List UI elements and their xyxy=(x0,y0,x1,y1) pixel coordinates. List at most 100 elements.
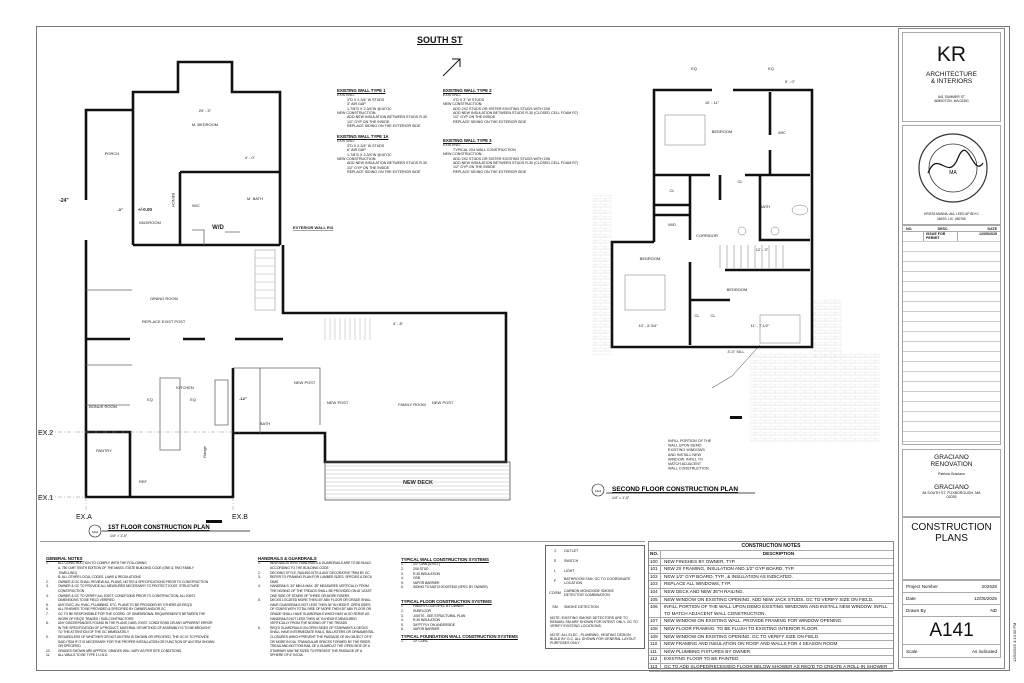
note-line: 6.ALL FINISHES TO BE PROVIDED & SPECIFIE… xyxy=(46,607,166,612)
svg-text:EQ: EQ xyxy=(691,66,697,71)
note-line: 4"D X 3" W STUDS xyxy=(453,97,485,102)
infill-note-line: WINDOW. INFILL TO xyxy=(668,457,703,461)
note-line: 1/2" GYP ON THE INSIDE xyxy=(453,165,496,170)
room-label: DINING ROOM xyxy=(150,296,178,301)
note-line: 8.ANY DISCREPANCIES FOUND IN THE PLANS, … xyxy=(46,621,213,626)
annotation: NEW POST xyxy=(432,400,454,405)
infill-note-line: EXISTING WINDOWS xyxy=(668,448,705,452)
room-label: BONUS ROOM xyxy=(89,404,117,409)
note-line: 6.REQ'D GUARDRAILS ON OPEN SIDES OF STAI… xyxy=(258,625,368,630)
note-line: TYPICAL 2X4 WALL CONSTRUCTION xyxy=(453,147,516,152)
note-line: 4.R-30 INSULATION xyxy=(401,618,440,623)
note-line: B. ALL OTHER LOCAL CODES, LAWS & REGULAT… xyxy=(58,575,141,580)
note-line: ONE SIDE OF STAIRS OF THREE OR MORE RISE… xyxy=(270,593,350,598)
note-line: 7.GC TO BE RESPONSIBLE FOR THE COORD. OF… xyxy=(46,611,206,616)
firm-logo: KR xyxy=(936,43,967,66)
note-line: REPLACE SIDING ON THE EXTERIOR SIDE xyxy=(347,170,421,175)
room-label: BATH xyxy=(260,421,270,426)
svg-text:1/4" = 1'-0": 1/4" = 1'-0" xyxy=(110,534,128,538)
note-line: NEW CONSTRUCTION: xyxy=(443,102,483,107)
note-line: WORK OF REQ'D TRADES / SUB-CONTRACTORS xyxy=(58,616,134,621)
svg-text:4' - 0": 4' - 0" xyxy=(245,155,256,160)
annotation: REPLACE EXIST POST xyxy=(142,319,186,324)
note-line: NEW CONSTRUCTION: xyxy=(443,152,483,157)
note-line: 1.ALL CONSTRUCTION TO COMPLY WITH THE FO… xyxy=(46,561,147,566)
note-line: 1.10" CONC xyxy=(401,639,429,644)
note-line: 4.OSB xyxy=(401,576,420,581)
svg-text:EQ: EQ xyxy=(768,66,774,71)
annotation: EXTERIOR WALL R/3 xyxy=(293,225,334,230)
note-line: 6.SIDING TO MATCH EXISTING (SPEC BY OWNE… xyxy=(401,585,488,590)
sheet-title: CONSTRUCTION xyxy=(911,522,992,533)
legend-note: NOTE: EXISTING SMOKE DETECTORS ARE TO RE… xyxy=(550,616,638,629)
infill-note-line: AND INSTALL NEW xyxy=(668,453,702,457)
grid-label: EX.B xyxy=(232,514,248,521)
legend-symbol-icon: ⏀ xyxy=(553,548,557,553)
room-label: M. BATH xyxy=(247,196,263,201)
room-label: CORRIDOR xyxy=(696,233,718,238)
legend-item: ⏀OUTLET xyxy=(546,546,644,556)
room-label: W/D xyxy=(668,222,676,227)
note-line: 2.OWNER & GC SHALL REVIEW ALL PLANS, NOT… xyxy=(46,579,209,584)
note-line: 3.REFER TO FRAMING PLAN FOR LUMBER SIZES… xyxy=(258,575,373,580)
note-line: OF STAIRS WITH TOTAL RISE OF MORE THEN 3… xyxy=(270,607,371,612)
note-line: 1-7/8"D X 2-3/4"W @16"OC xyxy=(347,106,392,111)
legend-symbol-icon: L xyxy=(554,569,556,573)
second-floor-walls xyxy=(610,88,814,349)
note-line: 5.VAPOR BARRIER xyxy=(401,580,440,585)
svg-text:A111: A111 xyxy=(595,489,602,493)
note-line: REPLACE SIDING ON THE EXTERIOR SIDE xyxy=(347,124,421,129)
note-line: THE NOSING OF THE TREADS SHALL BE PROVID… xyxy=(270,588,372,593)
svg-text:3'-0" SILL: 3'-0" SILL xyxy=(727,349,745,354)
note-line: SPHERE OF 6" IN DIA. xyxy=(270,653,304,658)
svg-text:BENCH: BENCH xyxy=(171,193,176,207)
room-label: CL xyxy=(710,313,716,318)
note-line: 9.REGARDLESS OF WHETHER OR NOT AN ITEM I… xyxy=(46,634,209,639)
note-line: STAIRWAY MAY BE SIZED TO PREVENT THE PAS… xyxy=(270,648,363,653)
legend-symbol-icon: F xyxy=(553,579,557,583)
architect-seal: MA KRISTA MANNA, AIA, LEED AP BD+C MASS.… xyxy=(902,125,1001,225)
note-line: ACCORDING TO THE BUILDING CODE xyxy=(270,566,329,570)
note-line: TREAD AND BOTTOM RAIL OF A GUARD AT THE … xyxy=(270,644,370,649)
svg-text:10' - 11": 10' - 11" xyxy=(705,100,720,105)
room-label: CL xyxy=(737,179,743,184)
note-line: 3" AIR GAP xyxy=(347,102,366,107)
note-line: 2.DECKING STYLE, RAILING KITS & ANY DECO… xyxy=(258,570,370,575)
svg-text:A111: A111 xyxy=(92,530,99,534)
plan-title: SECOND FLOOR CONSTRUCTION PLAN xyxy=(612,486,738,493)
grid-label: EX.A xyxy=(76,514,92,521)
stair xyxy=(254,249,276,311)
note-line: EXISTING: xyxy=(443,93,461,98)
grid-label: EX.1 xyxy=(38,495,53,502)
note-line: CONSTRUCTION xyxy=(58,588,85,593)
svg-text:-24": -24" xyxy=(59,198,69,204)
note-line: 1/2" GYP ON THE INSIDE xyxy=(453,115,496,120)
room-label: WIC xyxy=(778,130,786,135)
room-label: MUDROOM xyxy=(139,220,161,225)
note-line: DIMENSIONS TO BE FIELD VERIFIED xyxy=(58,598,115,603)
sheet-number: A141 xyxy=(903,617,1000,645)
note-line: 3.OWNER & GC TO PROVIDE ALL MEASURES NEC… xyxy=(46,584,199,589)
note-line: EXISTING: xyxy=(337,139,355,144)
note-line: 3.JOISTS - SEE STRUCTURAL PLAN xyxy=(401,613,466,618)
note-line: NEW CONSTRUCTION: xyxy=(337,111,377,116)
svg-text:12' - 3": 12' - 3" xyxy=(756,247,769,252)
note-line: OR MORE IN DIA. TRIANGULAR SPACES FORMED… xyxy=(270,639,371,644)
note-line: 1-7/8"D X 2-3/4"W @16"OC xyxy=(347,152,392,157)
note-line: ADD NEW INSULATION BETWEEN STUDS R-30 xyxy=(347,115,428,120)
